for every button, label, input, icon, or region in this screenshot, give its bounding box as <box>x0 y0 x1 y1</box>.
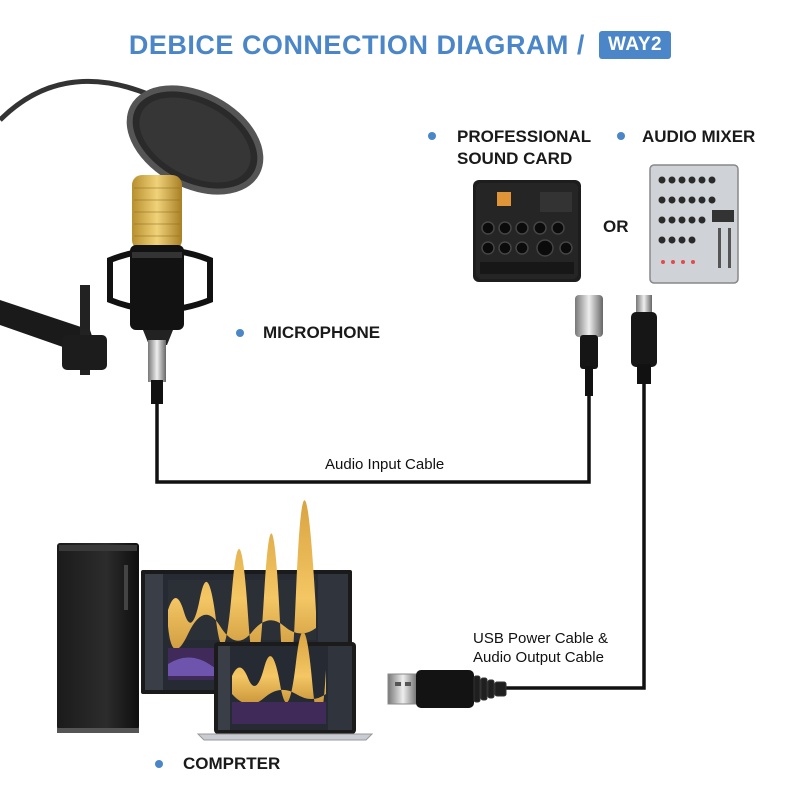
or-label: OR <box>603 217 629 236</box>
xlr-connector-image <box>575 295 603 396</box>
sound-card-label-line1: PROFESSIONAL <box>457 127 592 146</box>
usb-a-plug-image <box>387 670 507 708</box>
title-text: DEBICE CONNECTION DIAGRAM / <box>128 30 585 60</box>
diagram-title: DEBICE CONNECTION DIAGRAM / WAY2 <box>0 30 800 61</box>
microphone-image <box>0 78 264 404</box>
computer-tower-image <box>57 543 139 733</box>
usb-cable-label-line2: Audio Output Cable <box>473 649 604 666</box>
sound-card-label-line2: SOUND CARD <box>457 149 573 168</box>
computer-label: COMPRTER <box>183 754 281 773</box>
bullet-dot-icon <box>236 329 244 337</box>
audio-input-cable-label: Audio Input Cable <box>325 456 445 473</box>
usb-b-connector-image <box>631 295 657 384</box>
sound-card-image <box>473 180 581 282</box>
usb-cable-label-line1: USB Power Cable & <box>473 630 609 647</box>
cables <box>155 384 646 690</box>
laptop-image <box>196 631 374 741</box>
bullet-dot-icon <box>617 132 625 140</box>
microphone-label: MICROPHONE <box>263 323 381 342</box>
usb-cable-label: USB Power Cable & Audio Output Cable <box>473 629 608 667</box>
way-badge: WAY2 <box>598 31 672 59</box>
bullet-dot-icon <box>155 760 163 768</box>
sound-card-label: PROFESSIONAL SOUND CARD <box>457 126 591 170</box>
audio-mixer-image <box>649 164 739 284</box>
bullet-dot-icon <box>428 132 436 140</box>
audio-mixer-label: AUDIO MIXER <box>642 127 756 146</box>
